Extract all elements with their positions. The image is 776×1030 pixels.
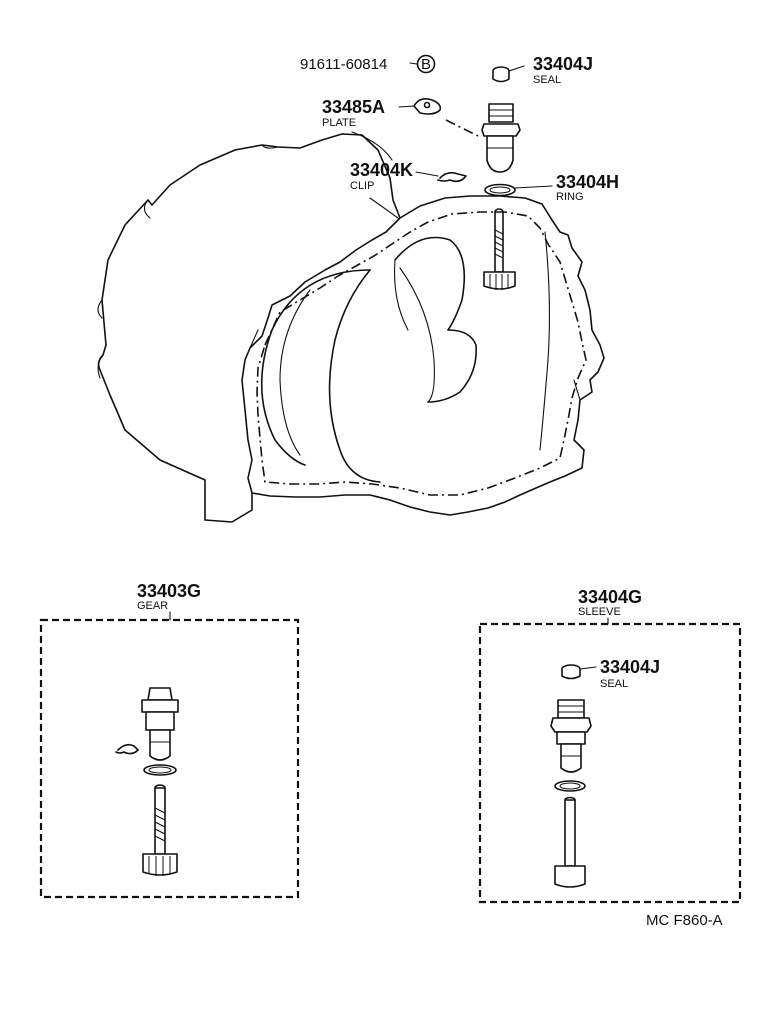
seal-top-icon: [492, 66, 510, 83]
clip-icon: [437, 171, 467, 183]
gear-caption: GEAR: [137, 600, 168, 612]
clip-part-number: 33404K: [350, 160, 413, 180]
gear-sleeve-icon: [141, 687, 179, 761]
seal-top-caption: SEAL: [533, 74, 561, 86]
gear-assembly-box: 33403G GEAR: [39, 581, 300, 899]
bolt-badge-icon: B: [416, 54, 436, 74]
clip-caption: CLIP: [350, 180, 374, 192]
sleeve-shaft-icon: [554, 796, 586, 888]
sleeve-top-icon: [481, 103, 521, 173]
sleeve-assembly-box: 33404G SLEEVE 33404J SEAL: [478, 587, 742, 904]
seal-top-part-number: 33404J: [533, 54, 593, 74]
ring-caption: RING: [556, 191, 584, 203]
sleeve-seal-caption: SEAL: [600, 678, 628, 690]
sleeve-seal-icon: [561, 664, 581, 680]
plate-icon: [413, 98, 442, 115]
bolt-part-number: 91611-60814: [300, 56, 387, 73]
driven-gear-icon: [483, 208, 516, 290]
ring-part-number: 33404H: [556, 172, 619, 192]
plate-part-number: 33485A: [322, 97, 385, 117]
gear-ring-icon: [143, 764, 177, 776]
sleeve-part-number: 33404G: [578, 587, 642, 607]
bolt-badge-label: B: [421, 56, 431, 73]
gear-clip-icon: [115, 743, 139, 755]
sleeve-body-icon: [550, 699, 592, 773]
plate-caption: PLATE: [322, 117, 356, 129]
ring-icon: [484, 183, 516, 197]
transaxle-housing: [97, 133, 605, 523]
sleeve-seal-part-number: 33404J: [600, 657, 660, 677]
sleeve-ring-icon: [554, 780, 586, 792]
gear-part-number: 33403G: [137, 581, 201, 601]
gear-shaft-icon: [142, 784, 178, 876]
drawing-code: MC F860-A: [646, 912, 723, 929]
sleeve-caption: SLEEVE: [578, 606, 621, 618]
